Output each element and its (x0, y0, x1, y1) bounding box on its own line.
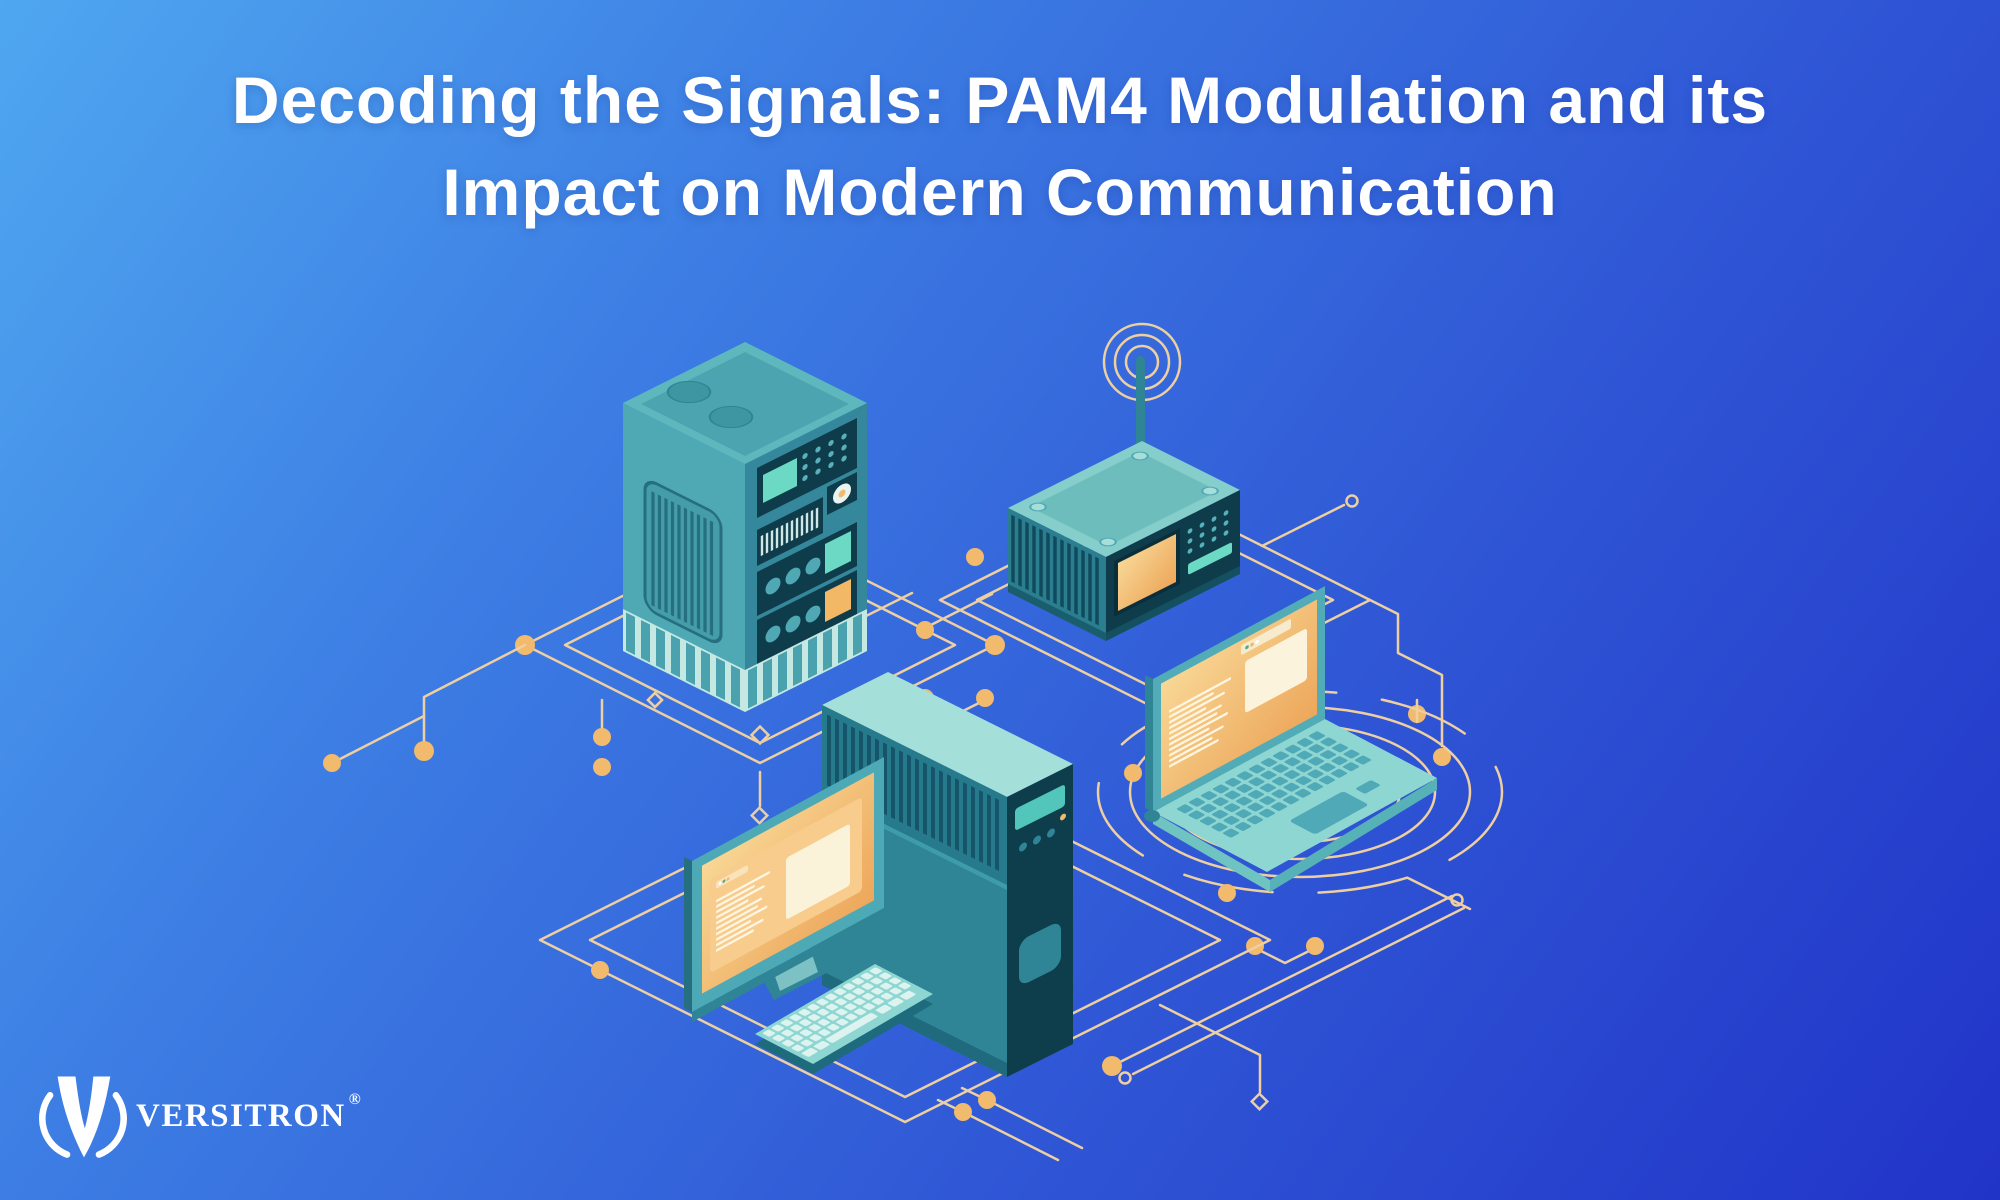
registered-trademark: ® (348, 1091, 361, 1108)
banner-title: Decoding the Signals: PAM4 Modulation an… (0, 54, 2000, 239)
wireless-router-icon (1008, 322, 1240, 641)
versitron-v-icon (39, 1076, 127, 1158)
title-line-1: Decoding the Signals: PAM4 Modulation an… (231, 63, 1769, 137)
brand-name: VERSITRON (136, 1097, 346, 1134)
keyboard-icon (755, 964, 933, 1074)
monitor-icon (684, 757, 884, 1022)
laptop-icon (1144, 586, 1437, 892)
server-tower-icon (623, 342, 867, 712)
versitron-logo: VERSITRON ® (36, 1072, 361, 1160)
title-line-2: Impact on Modern Communication (442, 155, 1558, 230)
